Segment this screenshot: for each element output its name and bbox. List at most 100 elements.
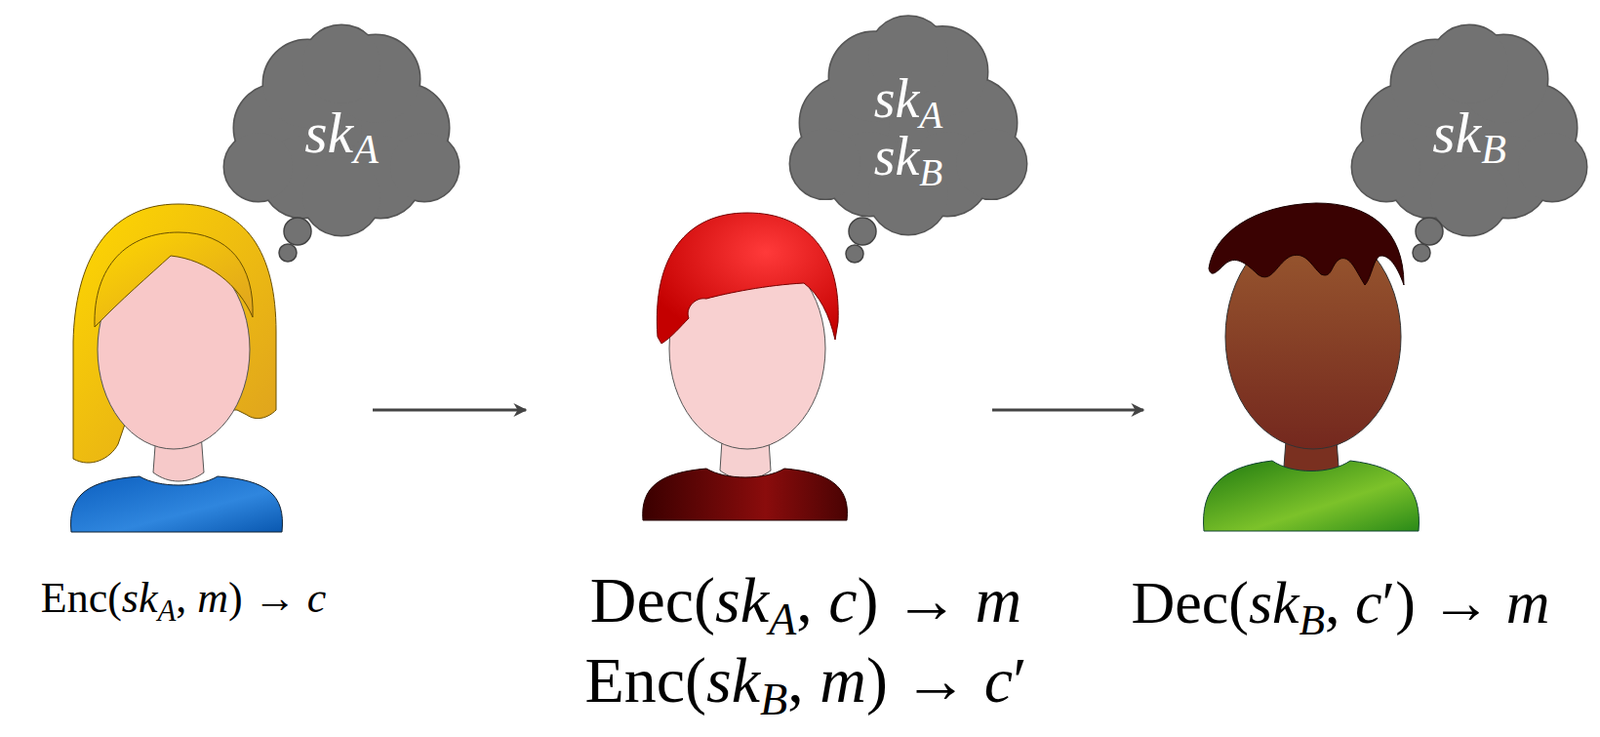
math-glyph: ) [228, 573, 243, 622]
math-glyph: m [197, 573, 229, 622]
math-glyph: sk [715, 563, 769, 636]
person-b [642, 212, 848, 520]
formula: Dec(skB, c′) → m [1130, 571, 1550, 633]
math-glyph: , [787, 643, 804, 716]
cloud-lobe [1518, 132, 1587, 201]
person-node: Dec(skB, c′) → m [1203, 200, 1419, 532]
hair [73, 203, 277, 463]
shoulders [1203, 460, 1420, 531]
math-glyph [967, 643, 985, 716]
cloud-lobe-outline [790, 128, 861, 200]
math-glyph [242, 573, 254, 622]
key-name: skA [304, 102, 379, 164]
cloud-lobe-outline [224, 132, 293, 201]
cloud-lobe [302, 25, 381, 104]
cloud-lobe [224, 132, 293, 201]
math-glyph: → [253, 573, 297, 622]
thought-bubble [283, 217, 312, 245]
math-glyph: c [1355, 568, 1383, 636]
cloud-lobe-outline [1518, 132, 1587, 201]
math-glyph: ( [693, 563, 716, 636]
math-glyph: → [1430, 568, 1491, 636]
math-glyph: , [796, 563, 813, 636]
math-glyph: A [157, 594, 176, 628]
math-glyph: sk [874, 68, 920, 129]
math-glyph [1415, 568, 1432, 636]
math-glyph: ( [1228, 568, 1249, 636]
math-glyph: sk [874, 125, 920, 187]
math-glyph: m [1506, 568, 1551, 636]
math-glyph: ′ [1012, 643, 1027, 716]
cloud-lobe-outline [1352, 132, 1421, 201]
cloud-lobe-outline [302, 25, 381, 104]
math-glyph: sk [1248, 568, 1300, 636]
cloud-lobe [790, 128, 861, 200]
math-glyph [1490, 568, 1507, 636]
math-glyph: B [1480, 126, 1507, 172]
math-glyph: A [919, 93, 943, 136]
thought-bubble [1415, 217, 1443, 245]
math-glyph: sk [304, 100, 354, 165]
math-glyph: B [1299, 596, 1326, 643]
math-glyph: Dec [590, 563, 694, 636]
math-glyph: c [828, 563, 857, 636]
math-glyph [296, 573, 308, 622]
math-glyph [803, 643, 821, 716]
person-node: Enc(skA, m) → c [71, 200, 286, 532]
formula: Dec(skA, c) → m [590, 567, 1022, 633]
thought-bubble [279, 243, 297, 262]
math-glyph [1340, 568, 1357, 636]
math-glyph: ) [866, 643, 888, 716]
math-glyph: , [1324, 568, 1341, 636]
cloud-lobe [1352, 132, 1421, 201]
thought-cloud: skA [219, 30, 464, 236]
shoulders [71, 476, 283, 532]
hair [656, 212, 839, 344]
math-glyph: B [919, 151, 943, 194]
formula: Enc(skB, m) → c′ [584, 647, 1027, 713]
math-glyph: B [760, 674, 788, 724]
math-glyph: sk [121, 573, 159, 622]
math-glyph: ) [1395, 568, 1416, 636]
math-glyph [186, 573, 198, 622]
key-name: skB [1432, 102, 1507, 164]
math-glyph: Enc [584, 643, 685, 716]
math-glyph [959, 563, 976, 636]
key-name: skA skB [854, 70, 962, 186]
math-glyph: c [984, 643, 1013, 716]
math-glyph: ′ [1382, 568, 1397, 636]
math-glyph: → [903, 643, 968, 716]
cloud-lobe-outline [1430, 25, 1509, 104]
thought-cloud: skB [1347, 30, 1592, 236]
math-glyph: Dec [1130, 568, 1229, 636]
cloud-lobe [390, 132, 459, 201]
math-glyph: m [819, 643, 867, 716]
math-glyph: m [975, 563, 1023, 636]
thought-bubble [1412, 243, 1431, 262]
math-glyph: → [894, 563, 960, 636]
math-glyph: A [353, 126, 379, 172]
thought-cloud: skA skB [786, 20, 1031, 236]
formula: Enc(skA, m) → c [40, 576, 327, 620]
math-glyph [879, 563, 896, 636]
fringe [94, 232, 253, 327]
person-a [71, 203, 283, 532]
cloud-lobe [1430, 25, 1509, 104]
math-glyph: ( [107, 573, 122, 622]
person-node: Dec(skA, c) → mEnc(skB, m) → c′ [642, 204, 848, 527]
math-glyph: A [768, 594, 797, 644]
math-glyph [812, 563, 830, 636]
cloud-lobe-outline [390, 132, 459, 201]
math-glyph [887, 643, 905, 716]
shoulders [642, 468, 848, 520]
arrow [992, 408, 1144, 412]
math-glyph: c [307, 573, 327, 622]
math-glyph: ( [684, 643, 707, 716]
hair [1208, 202, 1404, 285]
thought-bubble [845, 244, 864, 263]
arrow [372, 408, 526, 412]
cloud-lobe [956, 128, 1027, 200]
person-c [1203, 202, 1420, 531]
math-glyph: ) [857, 563, 880, 636]
